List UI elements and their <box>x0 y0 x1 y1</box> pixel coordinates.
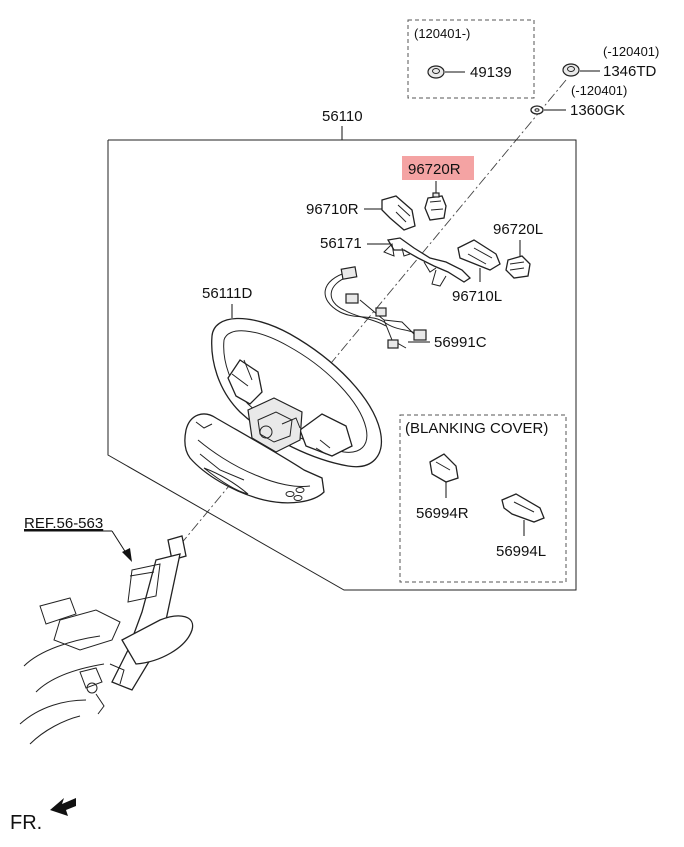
assembly-outline-56110 <box>107 139 577 591</box>
switch-96710L-icon <box>457 239 501 271</box>
ref-arrow-icon <box>122 548 132 562</box>
label-56171: 56171 <box>320 235 362 252</box>
label-56994L: 56994L <box>496 543 546 560</box>
label-96720R: 96720R <box>408 161 461 178</box>
nut-49139-icon <box>427 65 445 79</box>
label-56111D: 56111D <box>202 285 252 302</box>
front-arrow-icon <box>50 798 76 816</box>
callout-label-m120401-a: (-120401) <box>603 44 659 59</box>
label-56991C: 56991C <box>434 334 487 351</box>
callout-box-120401 <box>407 19 535 99</box>
label-1360GK: 1360GK <box>570 102 625 119</box>
switch-96720L-icon <box>505 255 531 279</box>
label-96720L: 96720L <box>493 221 543 238</box>
wiring-harness-56991C-icon <box>324 266 427 349</box>
callout-label-120401: (120401-) <box>414 26 470 41</box>
blank-cover-56994L-icon <box>501 493 545 523</box>
label-front: FR. <box>10 812 42 834</box>
label-96710L: 96710L <box>452 288 502 305</box>
steering-column-icon <box>19 535 194 745</box>
washer-1360GK-icon <box>530 105 544 115</box>
bracket-56171-icon <box>383 237 472 287</box>
switch-96720R-icon <box>424 192 447 221</box>
label-96710R: 96710R <box>306 201 359 218</box>
blanking-cover-box <box>399 414 567 583</box>
label-1346TD: 1346TD <box>603 63 657 80</box>
label-56994R: 56994R <box>416 505 469 522</box>
callout-label-m120401-b: (-120401) <box>571 83 627 98</box>
label-blanking-cover: (BLANKING COVER) <box>405 420 548 437</box>
label-49139: 49139 <box>470 64 512 81</box>
label-ref-56-563: REF.56-563 <box>24 515 103 532</box>
highlight-96720R <box>402 156 474 180</box>
label-56110: 56110 <box>322 108 363 125</box>
steering-wheel-56111D-icon <box>184 317 382 504</box>
blank-cover-56994R-icon <box>429 453 459 483</box>
switch-96710R-icon <box>381 195 416 231</box>
center-axis-line <box>179 79 567 546</box>
nut-1346TD-icon <box>562 63 580 77</box>
